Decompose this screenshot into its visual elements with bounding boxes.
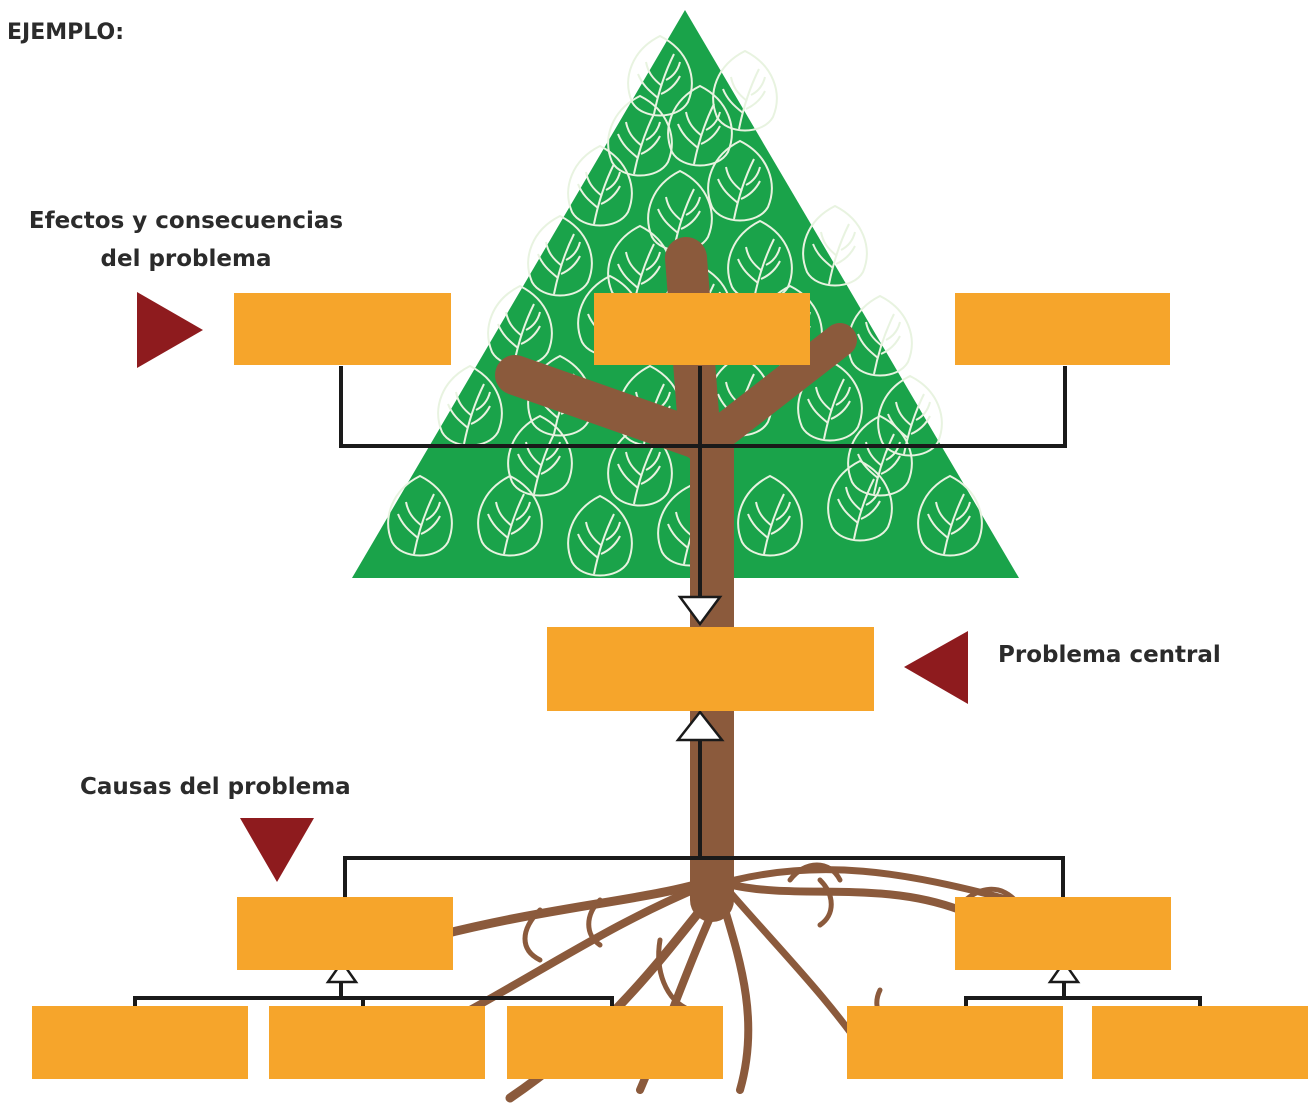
arrow-up-icon — [675, 709, 725, 742]
sub-cause-box — [1092, 1006, 1308, 1079]
arrow-up-icon — [325, 959, 359, 984]
effects-label: Efectos y consecuencias del problema — [6, 202, 366, 278]
effects-label-line2: del problema — [100, 246, 272, 272]
effect-boxes — [234, 293, 1170, 365]
effect-box — [955, 293, 1170, 365]
sub-cause-boxes — [32, 1006, 1308, 1079]
effects-pointer-icon — [137, 292, 203, 368]
sub-cause-box — [32, 1006, 248, 1079]
effects-label-line1: Efectos y consecuencias — [28, 208, 344, 234]
causes-pointer-icon — [240, 818, 314, 882]
sub-cause-box — [507, 1006, 723, 1079]
cause-box — [237, 897, 453, 970]
cause-box — [955, 897, 1171, 970]
arrow-down-icon — [677, 595, 723, 627]
effect-box — [594, 293, 810, 365]
effect-box — [234, 293, 451, 365]
example-heading: EJEMPLO: — [7, 20, 124, 45]
causes-label: Causas del problema — [80, 774, 351, 800]
sub-cause-box — [847, 1006, 1063, 1079]
central-problem-label: Problema central — [998, 642, 1221, 668]
central-pointer-icon — [904, 631, 968, 704]
sub-cause-box — [269, 1006, 485, 1079]
central-problem-box — [547, 627, 874, 711]
cause-boxes — [237, 897, 1171, 970]
arrow-up-icon — [1047, 959, 1081, 984]
